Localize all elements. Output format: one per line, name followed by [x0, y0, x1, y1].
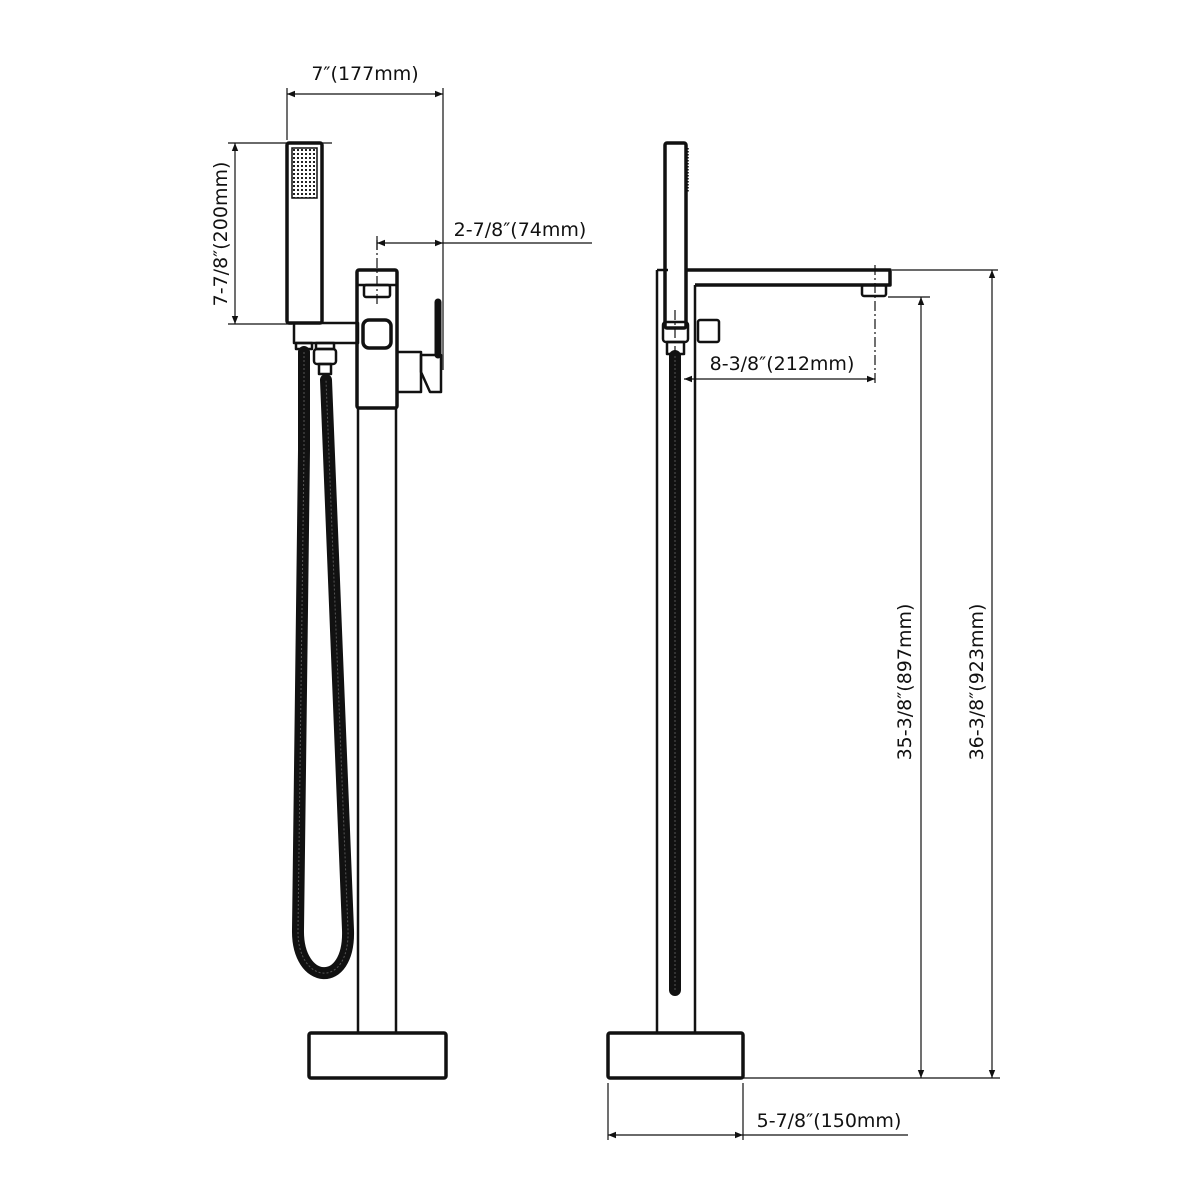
dim-reach-212: 8-3/8″(212mm) — [684, 353, 875, 383]
dim-label-200: 7-7/8″(200mm) — [210, 162, 232, 307]
shower-hose — [291, 346, 355, 980]
front-view: 7″(177mm) 7-7/8″(200mm) 2-7/8″(74mm) — [210, 63, 592, 1080]
dim-label-212: 8-3/8″(212mm) — [710, 353, 855, 375]
hand-shower — [285, 141, 324, 325]
dim-label-897: 35-3/8″(897mm) — [894, 604, 916, 761]
side-connector — [661, 310, 721, 356]
dim-height-923: 36-3/8″(923mm) — [892, 269, 998, 1078]
diverter-button — [361, 318, 393, 350]
side-hand-shower — [663, 141, 689, 330]
side-floor-base — [606, 1031, 745, 1080]
dim-width-177: 7″(177mm) — [286, 63, 444, 370]
dim-label-923: 36-3/8″(923mm) — [966, 604, 988, 761]
shower-holder — [292, 321, 360, 351]
shower-nozzle-grid-icon — [291, 147, 318, 199]
floor-base — [307, 1031, 448, 1080]
riser-column — [356, 408, 398, 1033]
dim-height-200: 7-7/8″(200mm) — [210, 142, 332, 325]
dim-label-150: 5-7/8″(150mm) — [757, 1110, 902, 1132]
dim-label-177: 7″(177mm) — [311, 63, 418, 85]
spout-aerator — [860, 283, 888, 298]
dim-base-150: 5-7/8″(150mm) — [607, 1083, 908, 1140]
side-diverter-button — [696, 318, 721, 344]
valve-body — [355, 268, 399, 410]
dim-label-74: 2-7/8″(74mm) — [454, 219, 587, 241]
dim-offset-74: 2-7/8″(74mm) — [376, 219, 592, 250]
hose-connector-nut — [312, 341, 338, 376]
spout — [685, 265, 892, 385]
mixer-handle — [395, 298, 443, 394]
side-view: 8-3/8″(212mm) 35-3/8″(897mm) 36-3/8″(923… — [606, 141, 1000, 1140]
dim-height-897: 35-3/8″(897mm) — [888, 296, 930, 1078]
